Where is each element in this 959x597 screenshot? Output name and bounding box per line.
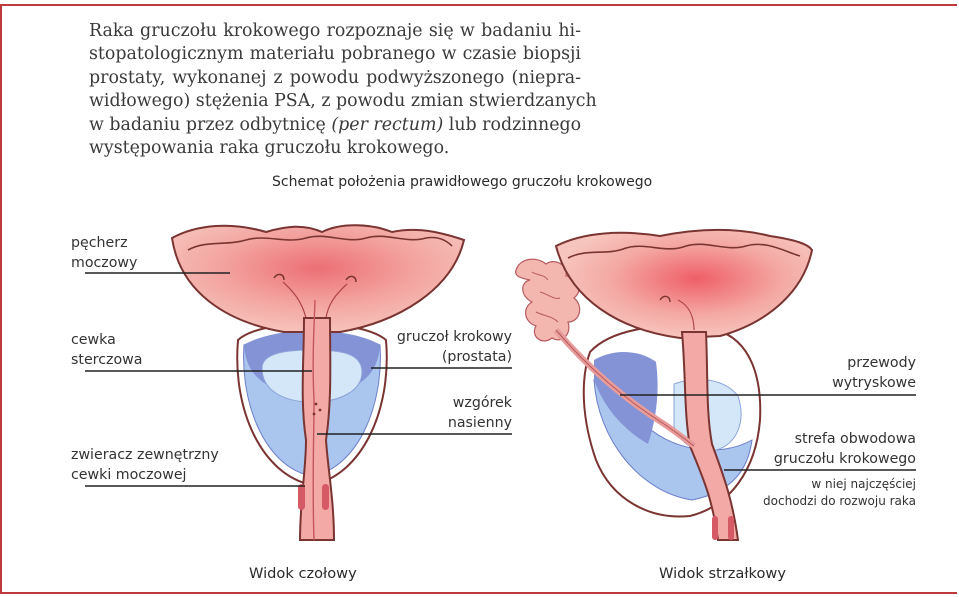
sagittal-sphincter-right — [728, 516, 734, 540]
view-front-label: Widok czołowy — [249, 565, 357, 582]
label-urethra: cewka sterczowa — [71, 330, 142, 370]
sagittal-sphincter-left — [712, 516, 718, 540]
label-peripheral-line2: gruczołu krokowego — [756, 449, 916, 469]
front-bladder — [172, 225, 464, 332]
label-bladder-line2: moczowy — [71, 253, 137, 273]
label-urethra-line2: sterczowa — [71, 350, 142, 370]
label-colliculus: wzgórek nasienny — [412, 393, 512, 433]
label-sphincter-line2: cewki moczowej — [71, 465, 219, 485]
label-sphincter: zwieracz zewnętrzny cewki moczowej — [71, 445, 219, 485]
label-peripheral-note-line1: w niej najczęściej — [756, 476, 916, 493]
label-peripheral-line1: strefa obwodowa — [756, 429, 916, 449]
label-ejaculatory-line1: przewody — [786, 353, 916, 373]
front-sphincter-right — [322, 484, 329, 510]
label-peripheral: strefa obwodowa gruczołu krokowego — [756, 429, 916, 469]
label-colliculus-line2: nasienny — [412, 413, 512, 433]
label-sphincter-line1: zwieracz zewnętrzny — [71, 445, 219, 465]
label-ejaculatory: przewody wytryskowe — [786, 353, 916, 393]
view-sagittal-label: Widok strzałkowy — [659, 565, 786, 582]
label-bladder: pęcherz moczowy — [71, 233, 137, 273]
label-urethra-line1: cewka — [71, 330, 142, 350]
label-ejaculatory-line2: wytryskowe — [786, 373, 916, 393]
label-prostate-line2: (prostata) — [380, 347, 512, 367]
label-bladder-line1: pęcherz — [71, 233, 137, 253]
label-prostate: gruczoł krokowy (prostata) — [380, 327, 512, 367]
front-sphincter-left — [298, 484, 305, 510]
label-colliculus-line1: wzgórek — [412, 393, 512, 413]
label-peripheral-note-line2: dochodzi do rozwoju raka — [756, 493, 916, 510]
label-prostate-line1: gruczoł krokowy — [380, 327, 512, 347]
label-peripheral-note: w niej najczęściej dochodzi do rozwoju r… — [756, 476, 916, 510]
